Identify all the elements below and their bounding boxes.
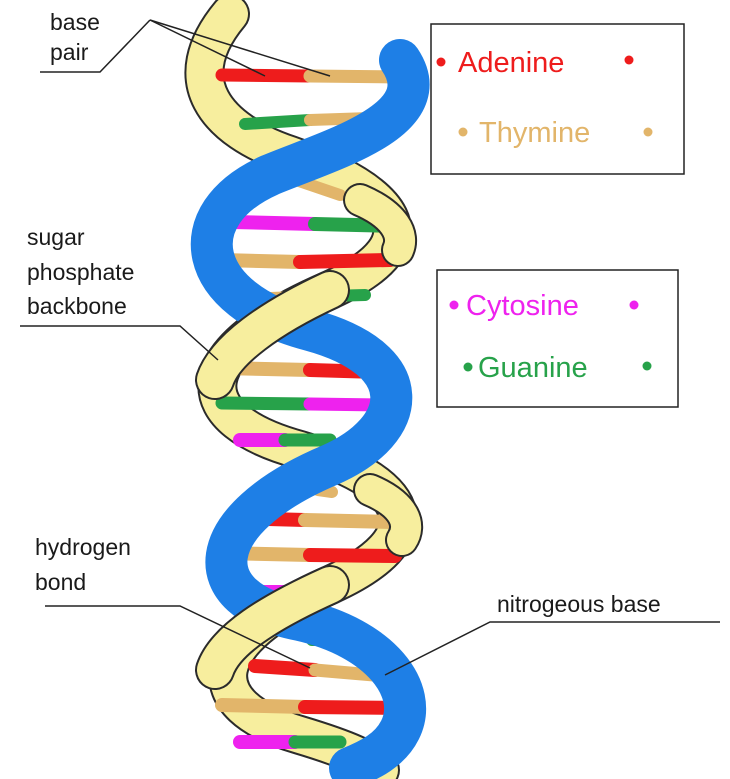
base-pair-guanine-cytosine (222, 403, 385, 405)
label-sugar-phosphate-backbone: sugar phosphate backbone (20, 224, 218, 360)
label-backbone-line1: sugar (27, 224, 85, 250)
base-pair-adenine-thymine (222, 75, 400, 77)
guanine-dot-icon (643, 362, 652, 371)
thymine-dot-icon (644, 128, 653, 137)
legend-cytosine-label: Cytosine (466, 290, 579, 322)
label-base-pair-line1: base (50, 9, 100, 35)
label-nitrogenous-base: nitrogeous base (385, 591, 720, 675)
thymine-dot-icon (459, 128, 468, 137)
legend-adenine-label: Adenine (458, 47, 564, 79)
adenine-dot-icon (437, 58, 446, 67)
label-backbone-line2: phosphate (27, 259, 134, 285)
label-nitrogenous-base-text: nitrogeous base (497, 591, 661, 617)
base-pair-thymine-adenine (222, 705, 400, 708)
legend-guanine-label: Guanine (478, 352, 588, 384)
cytosine-dot-icon (450, 301, 459, 310)
base-pair-thymine-adenine (222, 260, 390, 262)
label-hydrogen-bond-line1: hydrogen (35, 534, 131, 560)
cytosine-dot-icon (630, 301, 639, 310)
legend-thymine-label: Thymine (479, 117, 590, 149)
adenine-dot-icon (625, 56, 634, 65)
legend-box-adenine-thymine: Adenine Thymine (431, 24, 684, 174)
label-base-pair-line2: pair (50, 39, 89, 65)
legend-box-cytosine-guanine: Cytosine Guanine (437, 270, 678, 407)
label-backbone-line3: backbone (27, 293, 127, 319)
guanine-dot-icon (464, 363, 473, 372)
label-hydrogen-bond-line2: bond (35, 569, 86, 595)
